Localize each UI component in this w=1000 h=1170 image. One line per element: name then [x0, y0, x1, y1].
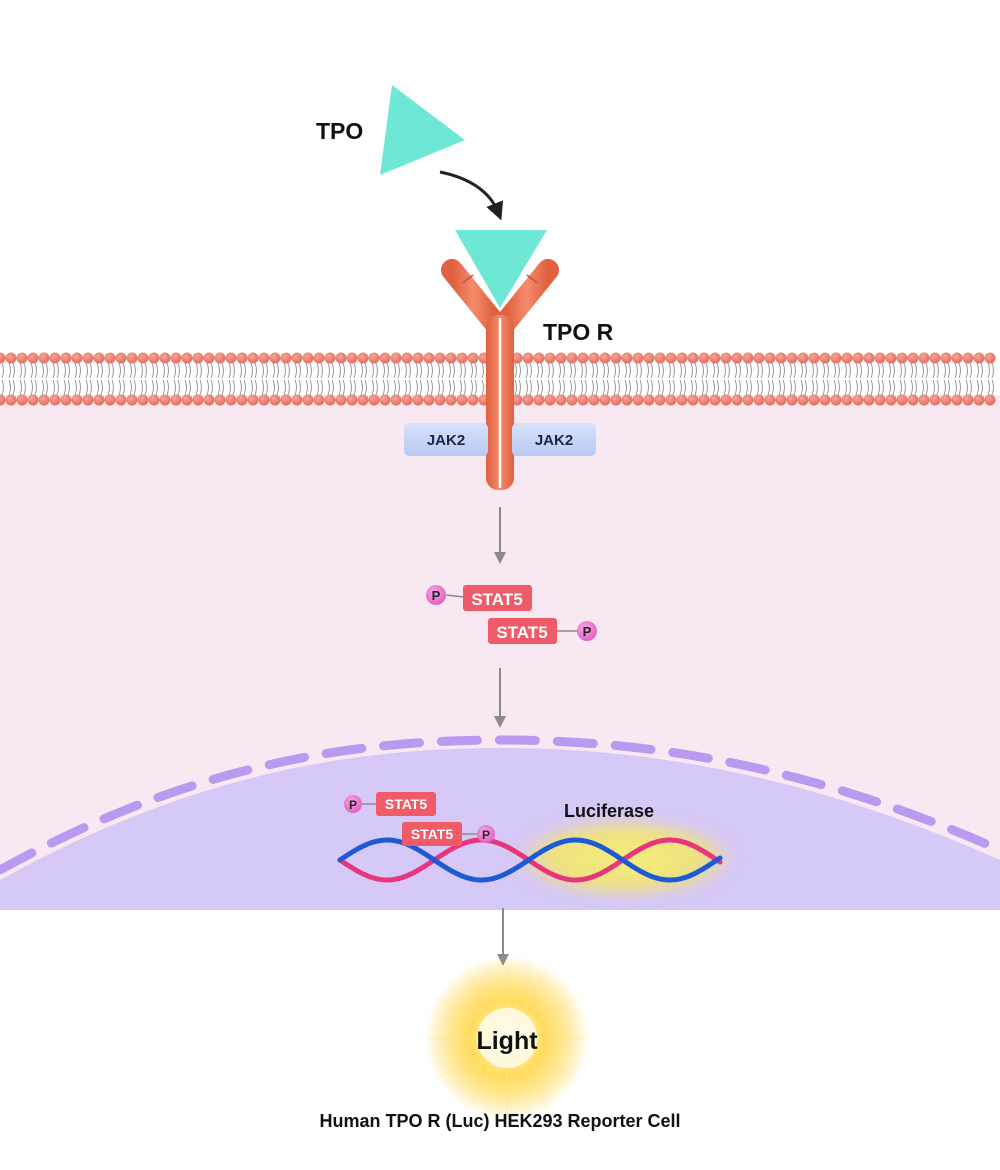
- luciferase-label: Luciferase: [564, 801, 654, 821]
- nuclear-envelope: [0, 735, 1000, 875]
- stat5-dimer: P STAT5 STAT5 P: [426, 585, 597, 644]
- nuclear-stat5-top: [376, 792, 436, 816]
- cell-membrane: [0, 352, 996, 406]
- nuclear-stat5-bottom-label: STAT5: [411, 826, 453, 842]
- nuclear-phospho-top: [344, 795, 362, 813]
- binding-arrow: [439, 170, 504, 221]
- jak2-right: [512, 423, 596, 456]
- phospho-bottom-label: P: [583, 624, 592, 639]
- nuclear-stat5-top-label: STAT5: [385, 796, 427, 812]
- nuclear-phospho-bottom: [477, 825, 495, 843]
- bound-tpo-ligand: [455, 230, 547, 308]
- jak2-left: [404, 423, 488, 456]
- nuclear-stat5-bottom: [402, 822, 462, 846]
- nuclear-phospho-top-label: P: [349, 798, 357, 812]
- tpo-label: TPO: [316, 118, 363, 144]
- stat5-top: [463, 585, 532, 611]
- diagram-caption: Human TPO R (Luc) HEK293 Reporter Cell: [319, 1111, 680, 1131]
- nuclear-stat5-dimer: P STAT5 STAT5 P: [344, 792, 495, 846]
- phospho-site-top: [426, 585, 446, 605]
- light-burst: [419, 950, 595, 1126]
- tpo-receptor-label: TPO R: [543, 319, 614, 345]
- nucleus: [0, 748, 1000, 910]
- nuclear-phospho-bottom-label: P: [482, 828, 490, 842]
- stat5-bottom: [488, 618, 557, 644]
- stat5-top-label: STAT5: [471, 590, 522, 609]
- jak2-left-label: JAK2: [427, 432, 465, 449]
- jak2-right-label: JAK2: [535, 432, 573, 449]
- tpo-ligand: [380, 85, 465, 175]
- phospho-top-label: P: [432, 588, 441, 603]
- tpo-receptor: [441, 259, 559, 490]
- light-label: Light: [476, 1027, 538, 1055]
- stat5-bottom-label: STAT5: [496, 623, 547, 642]
- phospho-site-bottom: [577, 621, 597, 641]
